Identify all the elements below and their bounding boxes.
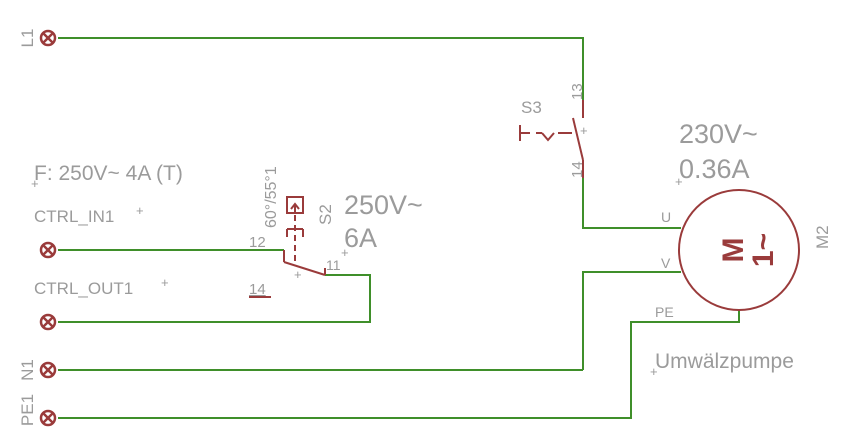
thermostat-rating-voltage: 250V~ bbox=[344, 190, 423, 220]
origin-cross-icon: + bbox=[580, 123, 588, 138]
wires bbox=[58, 37, 740, 419]
fuse-label: F: 250V~ 4A (T) bbox=[34, 162, 183, 185]
terminal-label-l1: L1 bbox=[18, 29, 37, 48]
wire-s3-to-u bbox=[582, 178, 681, 229]
motor-symbol-m: M bbox=[717, 238, 750, 263]
motor-pin-pe: PE bbox=[655, 304, 674, 320]
wire-l1 bbox=[58, 37, 584, 100]
pin-label-13: 13 bbox=[569, 83, 586, 100]
motor-body-icon bbox=[678, 189, 800, 311]
wire-ctrl-out bbox=[58, 274, 371, 323]
motor-pin-v: V bbox=[661, 255, 671, 271]
terminal-label-n1: N1 bbox=[18, 359, 37, 381]
pin-label-12: 12 bbox=[249, 234, 266, 251]
motor-name-label: M2 bbox=[813, 225, 832, 249]
pin-label-14: 14 bbox=[249, 281, 266, 298]
origin-cross-icon: + bbox=[136, 203, 144, 218]
origin-cross-icon: + bbox=[294, 267, 302, 282]
wire-pe bbox=[58, 310, 740, 419]
changeover-contact-icon bbox=[283, 250, 326, 276]
thermostat-rating-current: 6A bbox=[344, 223, 377, 253]
terminal-label-ctrl-out: CTRL_OUT1 bbox=[34, 279, 133, 298]
switch-s3[interactable]: S3 13 14 + bbox=[519, 83, 588, 178]
terminal-pe1[interactable]: PE1 bbox=[18, 394, 57, 427]
motor-voltage-label: 230V~ bbox=[679, 119, 758, 149]
terminal-symbol-icon bbox=[39, 313, 57, 331]
terminal-label-pe1: PE1 bbox=[18, 394, 37, 426]
motor-m2[interactable]: 230V~ 0.36A + M 1~ M2 U V PE + Umwälzpum… bbox=[650, 119, 832, 379]
origin-cross-icon: + bbox=[161, 275, 169, 290]
switch-name-label: S3 bbox=[521, 98, 542, 117]
terminal-n1[interactable]: N1 bbox=[18, 359, 57, 381]
motor-symbol-phase: 1~ bbox=[747, 233, 780, 267]
origin-cross-icon: + bbox=[31, 176, 39, 191]
thermostat-name-label: S2 bbox=[316, 204, 335, 225]
motor-caption: Umwälzpumpe bbox=[655, 350, 794, 373]
motor-current-label: 0.36A bbox=[679, 154, 750, 184]
thermostat-s2[interactable]: 60°/55°1 S2 12 11 14 + + 250V~ bbox=[249, 166, 423, 298]
fuse: + F: 250V~ 4A (T) bbox=[31, 162, 183, 191]
terminal-label-ctrl-in: CTRL_IN1 bbox=[34, 207, 114, 226]
thermostat-temp-label: 60°/55°1 bbox=[263, 166, 280, 228]
terminal-symbol-icon bbox=[39, 29, 57, 47]
wire-v bbox=[582, 271, 681, 370]
terminal-ctrl-in[interactable]: CTRL_IN1 + bbox=[34, 203, 144, 259]
origin-cross-icon: + bbox=[675, 174, 683, 189]
terminal-symbol-icon bbox=[39, 361, 57, 379]
pin-label-11: 11 bbox=[326, 257, 341, 273]
origin-cross-icon: + bbox=[650, 364, 658, 379]
terminal-l1[interactable]: L1 bbox=[18, 29, 57, 48]
terminal-symbol-icon bbox=[39, 241, 57, 259]
pushbutton-switch-icon bbox=[519, 100, 584, 178]
motor-pin-u: U bbox=[661, 209, 671, 225]
origin-cross-icon: + bbox=[341, 245, 349, 260]
terminal-symbol-icon bbox=[39, 409, 57, 427]
terminal-ctrl-out[interactable]: CTRL_OUT1 + bbox=[34, 275, 169, 331]
thermal-actuator-icon bbox=[286, 196, 304, 261]
pin-label-14-s3: 14 bbox=[569, 161, 586, 178]
